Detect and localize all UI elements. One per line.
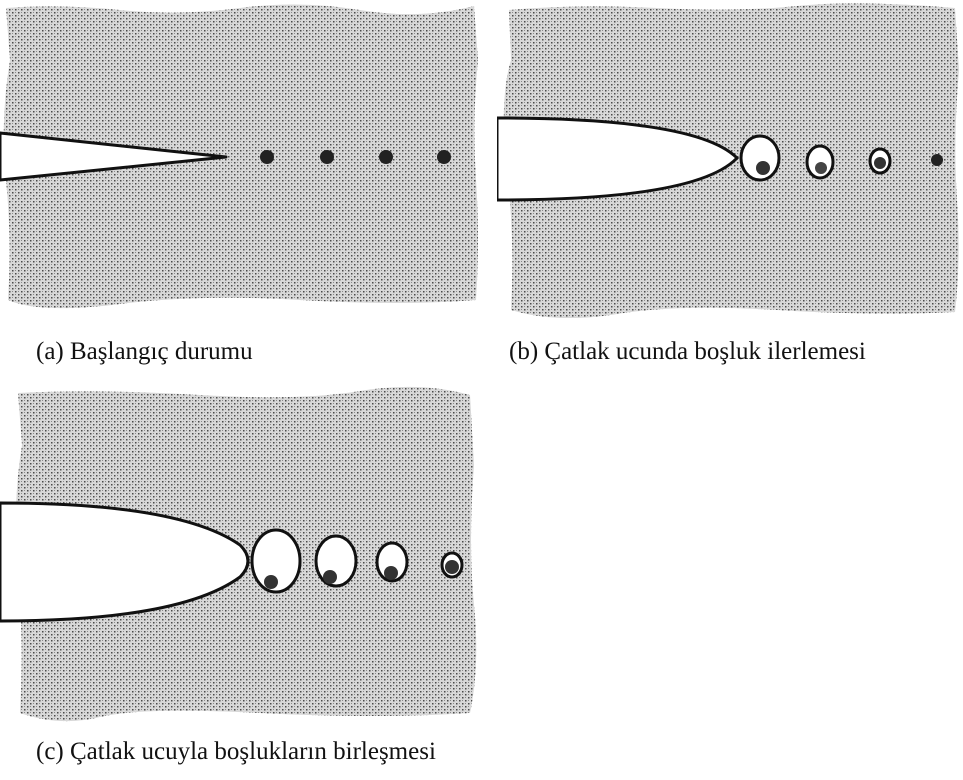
panel-a-drawing: [0, 0, 480, 310]
void-particle: [264, 575, 278, 589]
void-particle: [931, 154, 943, 166]
caption-a: (a) Başlangıç durumu: [36, 338, 253, 366]
void-particle: [379, 150, 393, 164]
void-particle: [874, 157, 886, 169]
void-particle: [445, 560, 459, 574]
void-particle: [384, 566, 398, 580]
void-particle: [323, 570, 337, 584]
caption-c: (c) Çatlak ucuyla boşlukların birleşmesi: [36, 738, 436, 766]
panel-b: [497, 0, 963, 318]
panel-c: [0, 385, 480, 725]
panel-c-drawing: [0, 385, 480, 725]
panel-b-drawing: [497, 0, 963, 318]
void-particle: [756, 161, 770, 175]
panel-a: [0, 0, 480, 310]
caption-b: (b) Çatlak ucunda boşluk ilerlemesi: [509, 338, 866, 366]
void-particle: [437, 150, 451, 164]
void-particle: [320, 150, 334, 164]
void-particle: [815, 162, 827, 174]
void-particle: [260, 150, 274, 164]
